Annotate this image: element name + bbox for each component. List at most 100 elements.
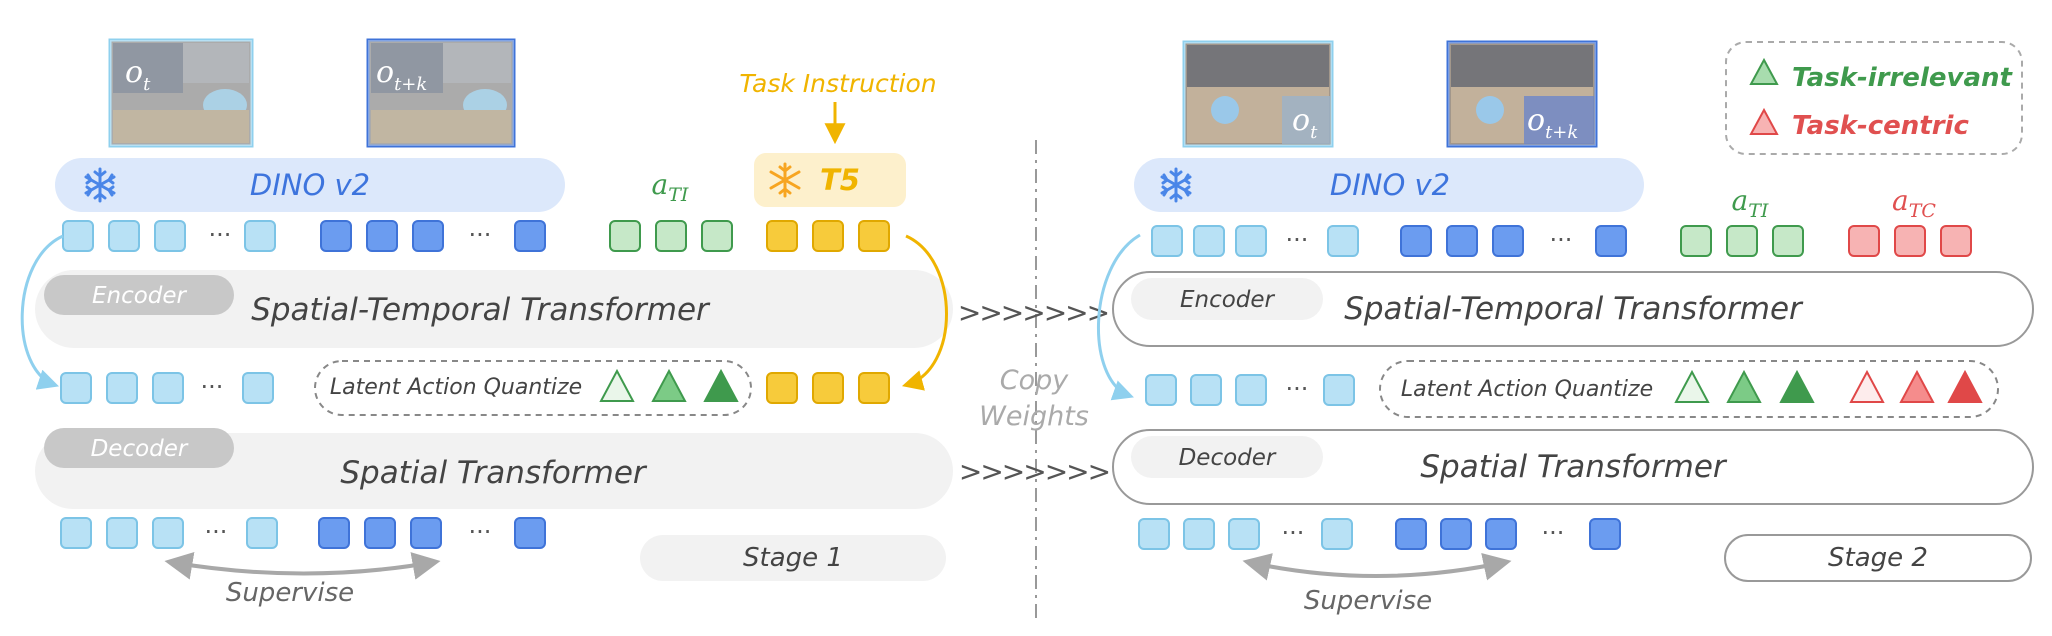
- stage1-token-row-top: ··· ···: [62, 220, 890, 252]
- token: [108, 220, 140, 252]
- ellipsis: ···: [469, 518, 492, 546]
- token: [106, 517, 138, 549]
- token: [1446, 225, 1478, 257]
- token: [154, 220, 186, 252]
- stage2-decoder-pill: [1131, 436, 1323, 478]
- token: [152, 517, 184, 549]
- token: [858, 220, 890, 252]
- token: [1321, 518, 1353, 550]
- stage1-t5-arrow: [901, 234, 948, 391]
- stage1-dino-bar: [55, 158, 565, 212]
- token: [609, 220, 641, 252]
- token: [1848, 225, 1880, 257]
- token: [1772, 225, 1804, 257]
- t5-box: [754, 153, 906, 207]
- stage2-laq-label: Latent Action Quantize: [1401, 377, 1653, 402]
- token: [1726, 225, 1758, 257]
- token: [766, 372, 798, 404]
- token: [1183, 518, 1215, 550]
- stage2-s-transformer-label: Spatial Transformer: [1420, 449, 1728, 485]
- ellipsis: ···: [1286, 375, 1309, 403]
- token: [152, 372, 184, 404]
- stage2-obs-t-image: ot: [1182, 40, 1334, 148]
- stage1-token-row-mid: ···: [60, 372, 890, 404]
- token: [514, 517, 546, 549]
- ellipsis: ···: [209, 221, 232, 249]
- legend-task-centric: Task-centric: [1792, 111, 1969, 141]
- red-triangle-icon: [1947, 369, 1983, 403]
- stage2-obs-tk-image: ot+k: [1446, 40, 1598, 148]
- token: [1440, 518, 1472, 550]
- copy-arrows-top: >>>>>>>: [958, 296, 1108, 329]
- stage2-label: Stage 2: [1828, 543, 1928, 573]
- token: [366, 220, 398, 252]
- stage1-a-ti-label: aTI: [652, 168, 689, 206]
- token: [60, 372, 92, 404]
- token: [318, 517, 350, 549]
- green-triangle-icon: [1779, 369, 1815, 403]
- stage1-label: Stage 1: [743, 543, 843, 573]
- token: [1323, 374, 1355, 406]
- stage2-laq-box: [1379, 360, 1999, 418]
- red-triangle-icon: [1749, 107, 1779, 135]
- token: [812, 372, 844, 404]
- stage1-dino-label: DINO v2: [250, 168, 370, 202]
- token: [246, 517, 278, 549]
- token: [1138, 518, 1170, 550]
- stage2-encoder-pill: [1131, 278, 1323, 320]
- stage1-supervise-label: Supervise: [226, 578, 354, 608]
- middle-section: >>>>>>> >>>>>>> Copy Weights: [958, 140, 1111, 620]
- stage1-token-row-bottom: ··· ···: [60, 517, 546, 549]
- token: [1327, 225, 1359, 257]
- stage2-st-transformer-label: Spatial-Temporal Transformer: [1344, 291, 1804, 327]
- task-instruction-label: Task Instruction: [739, 69, 936, 98]
- stage1: ot ot+k Task Instruction DINO v2 aTI: [20, 38, 953, 608]
- t5-snowflake-icon: [769, 162, 801, 198]
- token: [1228, 518, 1260, 550]
- stage1-badge: [640, 535, 946, 581]
- stage2-decoder-label: Decoder: [1179, 445, 1277, 471]
- svg-text:ot: ot: [125, 55, 151, 95]
- green-triangle-icon: [1749, 57, 1779, 85]
- stage1-skip-arrow: [20, 234, 64, 390]
- token: [858, 372, 890, 404]
- token: [410, 517, 442, 549]
- stage1-encoder-pill: [44, 275, 234, 315]
- token: [1680, 225, 1712, 257]
- stage2-dino-label: DINO v2: [1330, 168, 1450, 202]
- stage2-encoder-block: [1112, 271, 2034, 347]
- green-triangle-icon: [1726, 369, 1762, 403]
- token: [1151, 225, 1183, 257]
- token: [766, 220, 798, 252]
- green-triangle-icon: [703, 368, 739, 402]
- stage2-a-ti-label: aTI: [1732, 184, 1769, 222]
- t5-label: T5: [820, 163, 860, 197]
- token: [514, 220, 546, 252]
- token: [62, 220, 94, 252]
- stage2-dino-bar: [1134, 158, 1644, 212]
- token: [1940, 225, 1972, 257]
- stage2-supervise-label: Supervise: [1304, 586, 1432, 616]
- stage1-encoder-block: [35, 270, 953, 348]
- token: [701, 220, 733, 252]
- token: [1395, 518, 1427, 550]
- red-triangle-icon: [1849, 369, 1885, 403]
- stage1-decoder-block: [35, 433, 953, 509]
- stage1-obs-tk-image: ot+k: [366, 38, 516, 148]
- token: [1485, 518, 1517, 550]
- token: [1894, 225, 1926, 257]
- legend-task-irrelevant: Task-irrelevant: [1792, 63, 2013, 93]
- stage1-s-transformer-label: Spatial Transformer: [340, 455, 648, 491]
- stage2-skip-arrow: [1096, 233, 1141, 401]
- stage1-decoder-label: Decoder: [91, 436, 189, 462]
- token: [1145, 374, 1177, 406]
- token: [1193, 225, 1225, 257]
- token: [1235, 374, 1267, 406]
- copy-arrows-bottom: >>>>>>>: [959, 455, 1109, 488]
- stage1-obs-t-image: ot: [108, 38, 254, 148]
- stage1-laq-box: [314, 360, 752, 416]
- token: [812, 220, 844, 252]
- green-triangle-icon: [651, 368, 687, 402]
- green-triangle-icon: [599, 368, 635, 402]
- token: [320, 220, 352, 252]
